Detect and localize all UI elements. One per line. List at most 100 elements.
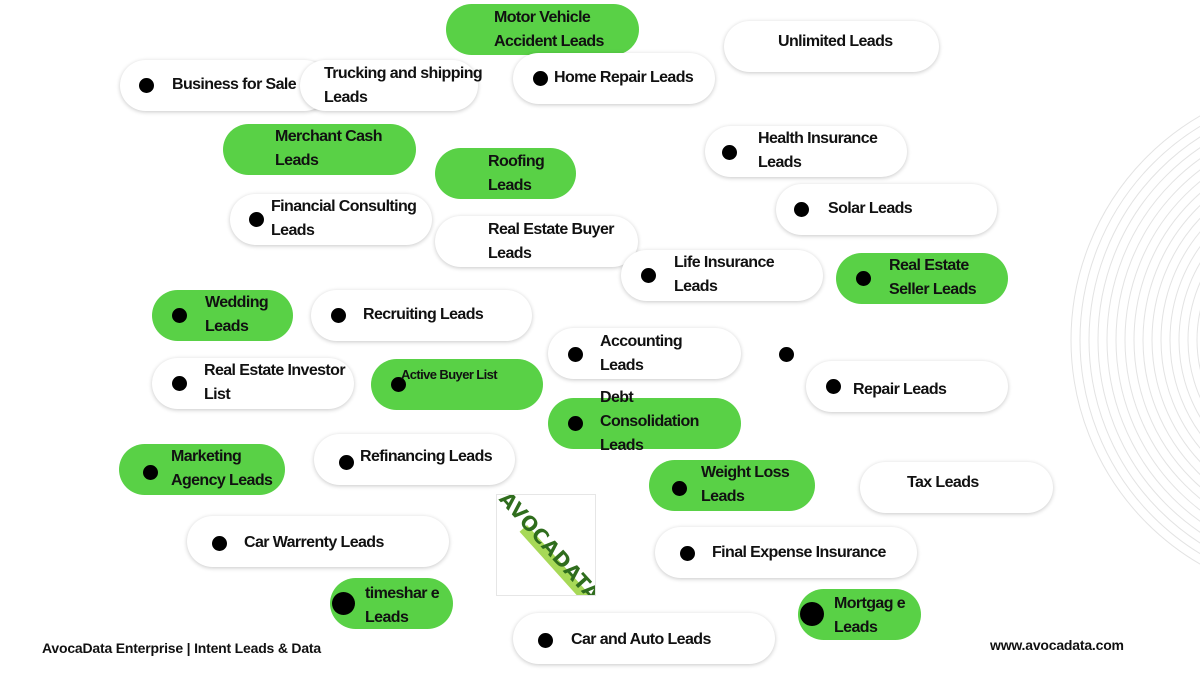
pill-car-warrenty-leads: Car Warrenty Leads xyxy=(187,516,449,567)
arc-line xyxy=(1133,192,1200,488)
label-mortgage-leads: Mortgag e Leads xyxy=(834,595,906,636)
pill-accounting-leads: Accounting Leads xyxy=(548,328,741,379)
arc-line xyxy=(1169,245,1200,435)
label-weight-loss-leads: Weight Loss Leads xyxy=(701,464,790,505)
pill-real-estate-investor-list: Real Estate Investor List xyxy=(152,358,354,409)
bullet-dot xyxy=(139,78,154,93)
pill-home-repair-leads: Home Repair Leads xyxy=(513,53,715,104)
arc-line xyxy=(1187,281,1200,399)
label-wedding-leads: Wedding Leads xyxy=(205,294,269,335)
bullet-dot xyxy=(538,633,553,648)
bullet-dot xyxy=(826,379,841,394)
pill-final-expense-insurance: Final Expense Insurance xyxy=(655,527,917,578)
arc-line xyxy=(1142,204,1200,476)
pill-wedding-leads: Wedding Leads xyxy=(152,290,293,341)
label-real-estate-buyer-leads: Real Estate Buyer Leads xyxy=(488,221,614,262)
label-active-buyer-list: Active Buyer List xyxy=(401,367,498,382)
pill-timeshare-leads: timeshar e Leads xyxy=(330,578,453,629)
arc-line xyxy=(1124,180,1200,500)
label-health-insurance-leads: Health Insurance Leads xyxy=(758,130,878,171)
arc-line xyxy=(1151,217,1200,463)
label-business-for-sale: Business for Sale xyxy=(172,76,297,93)
label-marketing-agency-leads: Marketing Agency Leads xyxy=(171,448,273,489)
label-recruiting-leads: Recruiting Leads xyxy=(363,306,484,323)
arc-line xyxy=(1178,262,1200,418)
bullet-dot xyxy=(779,347,794,362)
pill-roofing-leads: Roofing Leads xyxy=(435,148,576,199)
label-repair-leads: Repair Leads xyxy=(853,381,947,398)
label-debt-consolidation-leads: Debt Consolidation Leads xyxy=(600,389,699,454)
label-home-repair-leads: Home Repair Leads xyxy=(554,69,694,86)
pill-real-estate-seller-leads: Real Estate Seller Leads xyxy=(836,253,1008,304)
pill-weight-loss-leads: Weight Loss Leads xyxy=(649,460,815,511)
footer-company: AvocaData Enterprise | Intent Leads & Da… xyxy=(42,640,321,656)
arc-line xyxy=(1196,309,1200,371)
pill-financial-consulting-leads: Financial Consulting Leads xyxy=(230,194,432,245)
bullet-dot xyxy=(143,465,158,480)
pill-unlimited-leads: Unlimited Leads xyxy=(724,21,939,72)
label-tax-leads: Tax Leads xyxy=(907,474,979,491)
bullet-dot xyxy=(672,481,687,496)
arc-line xyxy=(1070,115,1200,565)
label-trucking-and-shipping-leads: Trucking and shipping Leads xyxy=(324,65,483,106)
logo-wordmark: AVOCADATA xyxy=(497,495,595,595)
bullet-dot xyxy=(722,145,737,160)
label-refinancing-leads: Refinancing Leads xyxy=(360,448,493,465)
arc-line xyxy=(1079,125,1200,555)
bullet-dot xyxy=(331,308,346,323)
bullet-dot xyxy=(339,455,354,470)
pill-solar-leads: Solar Leads xyxy=(776,184,997,235)
avocadata-logo: AVOCADATA xyxy=(497,495,595,595)
bullet-dot xyxy=(794,202,809,217)
bullet-dot xyxy=(332,592,355,615)
pill-life-insurance-leads: Life Insurance Leads xyxy=(621,250,823,301)
bullet-dot xyxy=(568,416,583,431)
bullet-dot xyxy=(391,377,406,392)
label-motor-vehicle-accident-leads: Motor Vehicle Accident Leads xyxy=(494,9,604,50)
label-timeshare-leads: timeshar e Leads xyxy=(365,585,440,626)
pill-tax-leads: Tax Leads xyxy=(860,462,1053,513)
arc-line xyxy=(1115,169,1200,511)
label-final-expense-insurance: Final Expense Insurance xyxy=(712,544,886,561)
bullet-dot xyxy=(249,212,264,227)
bullet-dot xyxy=(172,308,187,323)
pill-merchant-cash-leads: Merchant Cash Leads xyxy=(223,124,416,175)
label-car-warrenty-leads: Car Warrenty Leads xyxy=(244,534,384,551)
bullet-dot xyxy=(212,536,227,551)
arc-line xyxy=(1097,147,1200,533)
pill-motor-vehicle-accident-leads: Motor Vehicle Accident Leads xyxy=(446,4,639,55)
pill-debt-consolidation-leads: Debt Consolidation Leads xyxy=(548,389,741,454)
label-financial-consulting-leads: Financial Consulting Leads xyxy=(271,198,417,239)
bullet-dot xyxy=(800,602,824,626)
pill-real-estate-buyer-leads: Real Estate Buyer Leads xyxy=(435,216,638,267)
pill-trucking-and-shipping-leads: Trucking and shipping Leads xyxy=(300,60,483,111)
bullet-dot xyxy=(533,71,548,86)
pill-health-insurance-leads: Health Insurance Leads xyxy=(705,126,907,177)
bullet-dot xyxy=(856,271,871,286)
bullet-dot xyxy=(641,268,656,283)
label-solar-leads: Solar Leads xyxy=(828,200,913,217)
pill-repair-leads: Repair Leads xyxy=(806,361,1008,412)
label-accounting-leads: Accounting Leads xyxy=(600,333,683,374)
arc-line xyxy=(1088,136,1200,544)
label-roofing-leads: Roofing Leads xyxy=(488,153,545,194)
pill-recruiting-leads: Recruiting Leads xyxy=(311,290,532,341)
label-real-estate-investor-list: Real Estate Investor List xyxy=(204,362,346,403)
pill-marketing-agency-leads: Marketing Agency Leads xyxy=(119,444,285,495)
pill-active-buyer-list: Active Buyer List xyxy=(371,359,543,410)
pill-mortgage-leads: Mortgag e Leads xyxy=(798,589,921,640)
bullet-dot xyxy=(172,376,187,391)
label-merchant-cash-leads: Merchant Cash Leads xyxy=(275,128,383,169)
label-car-and-auto-leads: Car and Auto Leads xyxy=(571,631,711,648)
arc-line xyxy=(1106,158,1200,522)
label-life-insurance-leads: Life Insurance Leads xyxy=(674,254,775,295)
pill-refinancing-leads: Refinancing Leads xyxy=(314,434,515,485)
pill-business-for-sale: Business for Sale xyxy=(120,60,330,111)
pill-car-and-auto-leads: Car and Auto Leads xyxy=(513,613,775,664)
label-unlimited-leads: Unlimited Leads xyxy=(778,33,893,50)
bullet-dot xyxy=(680,546,695,561)
bullet-dot xyxy=(568,347,583,362)
label-real-estate-seller-leads: Real Estate Seller Leads xyxy=(889,257,977,298)
arc-line xyxy=(1160,231,1200,449)
